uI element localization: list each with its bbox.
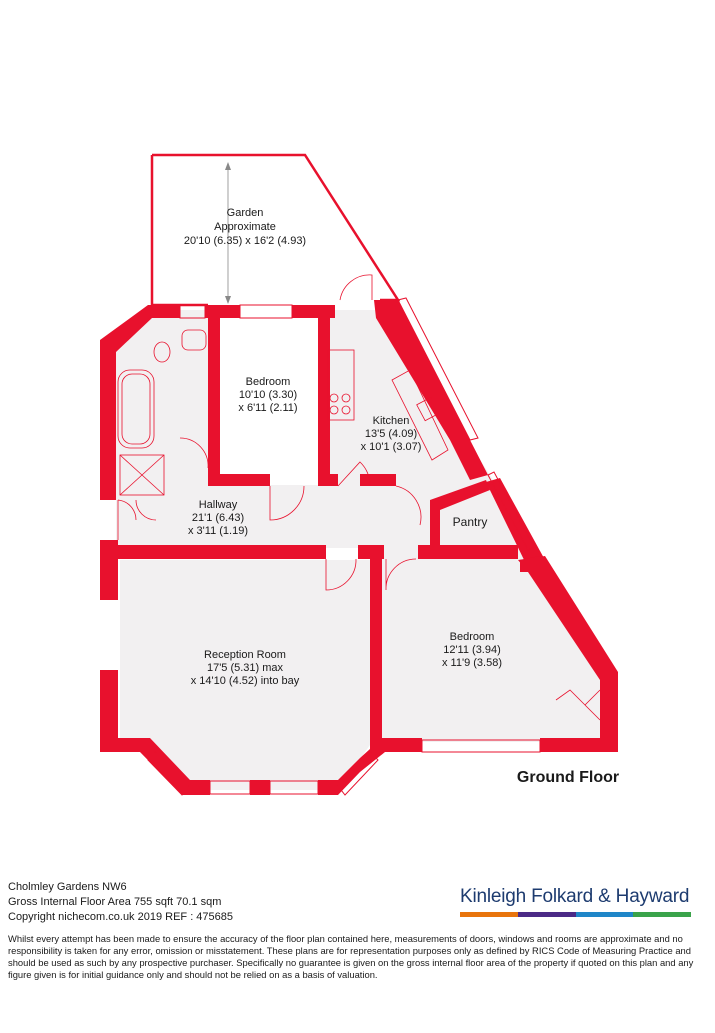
address: Cholmley Gardens NW6 [8,881,127,893]
floor-label: Ground Floor [517,769,619,786]
agent-logo: Kinleigh Folkard & Hayward [460,886,691,917]
basin-icon [153,341,171,363]
floor-plan: Garden Approximate 20'10 (6.35) x 16'2 (… [100,153,619,796]
kitchen-dims2: x 10'1 (3.07) [361,441,422,453]
floor-area: Gross Internal Floor Area 755 sqft 70.1 … [8,896,222,908]
windows [147,297,541,796]
doors [117,274,601,721]
bedroom2-dims1: 12'11 (3.94) [443,644,501,656]
floor-fills [116,310,610,790]
plan-footer: Cholmley Gardens NW6 Gross Internal Floo… [8,880,428,925]
reception-dims2: x 14'10 (4.52) into bay [191,675,300,687]
bedroom1-dims1: 10'10 (3.30) [239,389,297,401]
bath-icon [117,369,155,449]
walls [100,300,618,795]
room-labels: Garden Approximate 20'10 (6.35) x 16'2 (… [184,207,502,687]
bedroom2-name: Bedroom [450,631,495,643]
fixtures [117,329,449,496]
bedroom2-dims2: x 11'9 (3.58) [442,657,502,669]
reception-dims1: 17'5 (5.31) max [207,662,284,674]
reception-name: Reception Room [204,649,286,661]
kitchen-counter-icon [391,369,449,461]
garden-name: Garden [227,207,264,219]
toilet-icon [181,329,207,351]
agent-name: Kinleigh Folkard & Hayward [460,886,690,907]
sink-icon [416,396,440,422]
hallway-name: Hallway [199,499,238,511]
shower-tray-icon [119,454,165,496]
kitchen-name: Kitchen [373,415,410,427]
kitchen-dims1: 13'5 (4.09) [365,428,417,440]
pantry-name: Pantry [453,515,488,529]
bedroom1-name: Bedroom [246,376,291,388]
bedroom1-dims2: x 6'11 (2.11) [238,402,297,414]
worktop-icon [327,349,355,421]
disclaimer: Whilst every attempt has been made to en… [8,933,694,980]
hallway-dims2: x 3'11 (1.19) [188,525,248,537]
brand-color-bar [460,912,691,917]
garden-dims: 20'10 (6.35) x 16'2 (4.93) [184,235,306,247]
copyright: Copyright nichecom.co.uk 2019 REF : 4756… [8,911,234,923]
hob-icon [329,393,339,403]
hallway-dims1: 21'1 (6.43) [192,512,244,524]
garden-line2: Approximate [214,221,276,233]
